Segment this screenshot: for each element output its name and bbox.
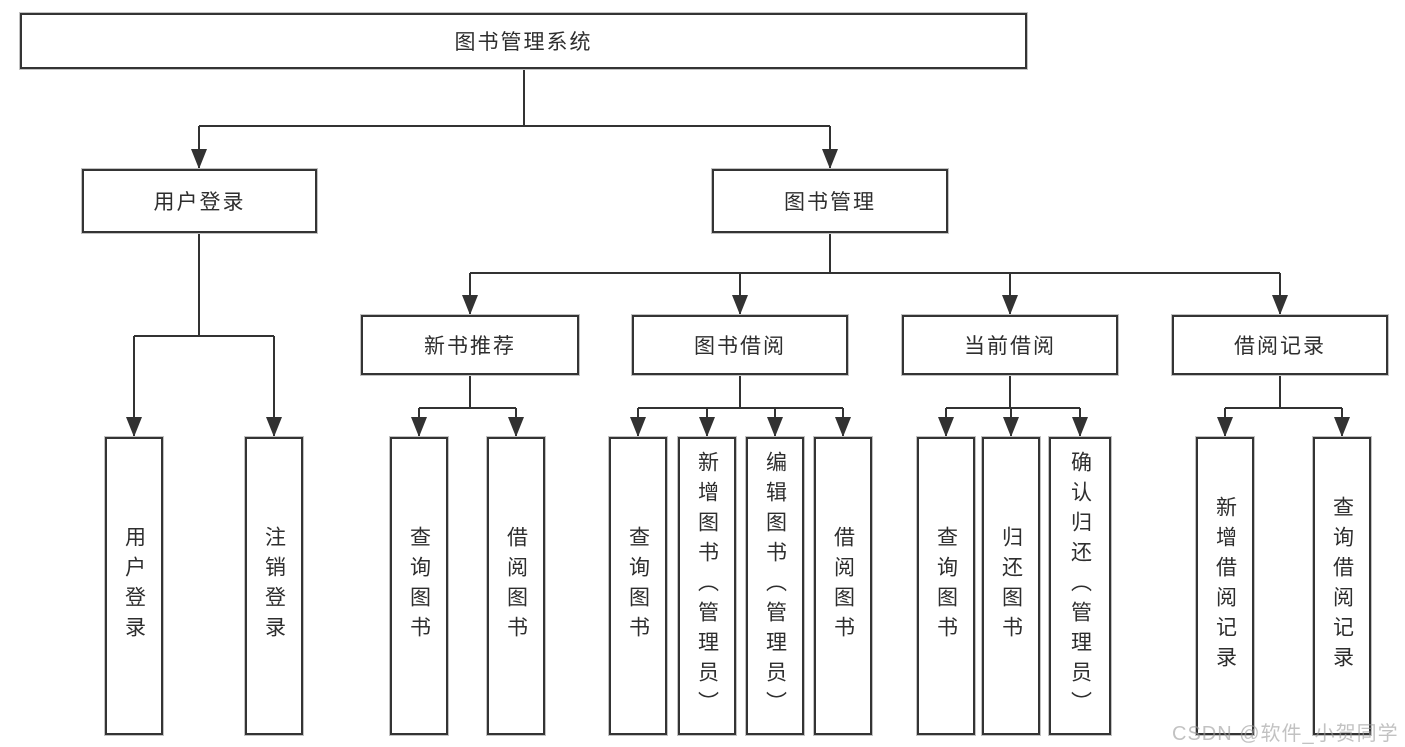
leaf-query-books-recommend: 查询图书	[390, 437, 448, 735]
watermark: CSDN @软件_小贺同学	[1172, 723, 1399, 745]
connector-path	[133, 69, 1343, 437]
leaf-add-borrow-record: 新增借阅记录	[1196, 437, 1254, 735]
leaf-query-borrow-record: 查询借阅记录	[1313, 437, 1371, 735]
leaf-edit-book-admin: 编辑图书（管理员）	[746, 437, 804, 735]
node-borrowing-records: 借阅记录	[1172, 315, 1388, 375]
node-current-borrowing: 当前借阅	[902, 315, 1118, 375]
leaf-return-books: 归还图书	[982, 437, 1040, 735]
node-new-book-recommendation: 新书推荐	[361, 315, 579, 375]
leaf-confirm-return-admin: 确认归还（管理员）	[1049, 437, 1111, 735]
node-user-login: 用户登录	[82, 169, 317, 233]
node-library-management-system: 图书管理系统	[20, 13, 1027, 69]
leaf-query-books-borrowing: 查询图书	[609, 437, 667, 735]
leaf-logout: 注销登录	[245, 437, 303, 735]
node-book-borrowing: 图书借阅	[632, 315, 848, 375]
leaf-borrow-books-recommend: 借阅图书	[487, 437, 545, 735]
leaf-add-book-admin: 新增图书（管理员）	[678, 437, 736, 735]
node-book-management: 图书管理	[712, 169, 948, 233]
leaf-user-login: 用户登录	[105, 437, 163, 735]
leaf-borrow-books: 借阅图书	[814, 437, 872, 735]
leaf-query-books-current: 查询图书	[917, 437, 975, 735]
